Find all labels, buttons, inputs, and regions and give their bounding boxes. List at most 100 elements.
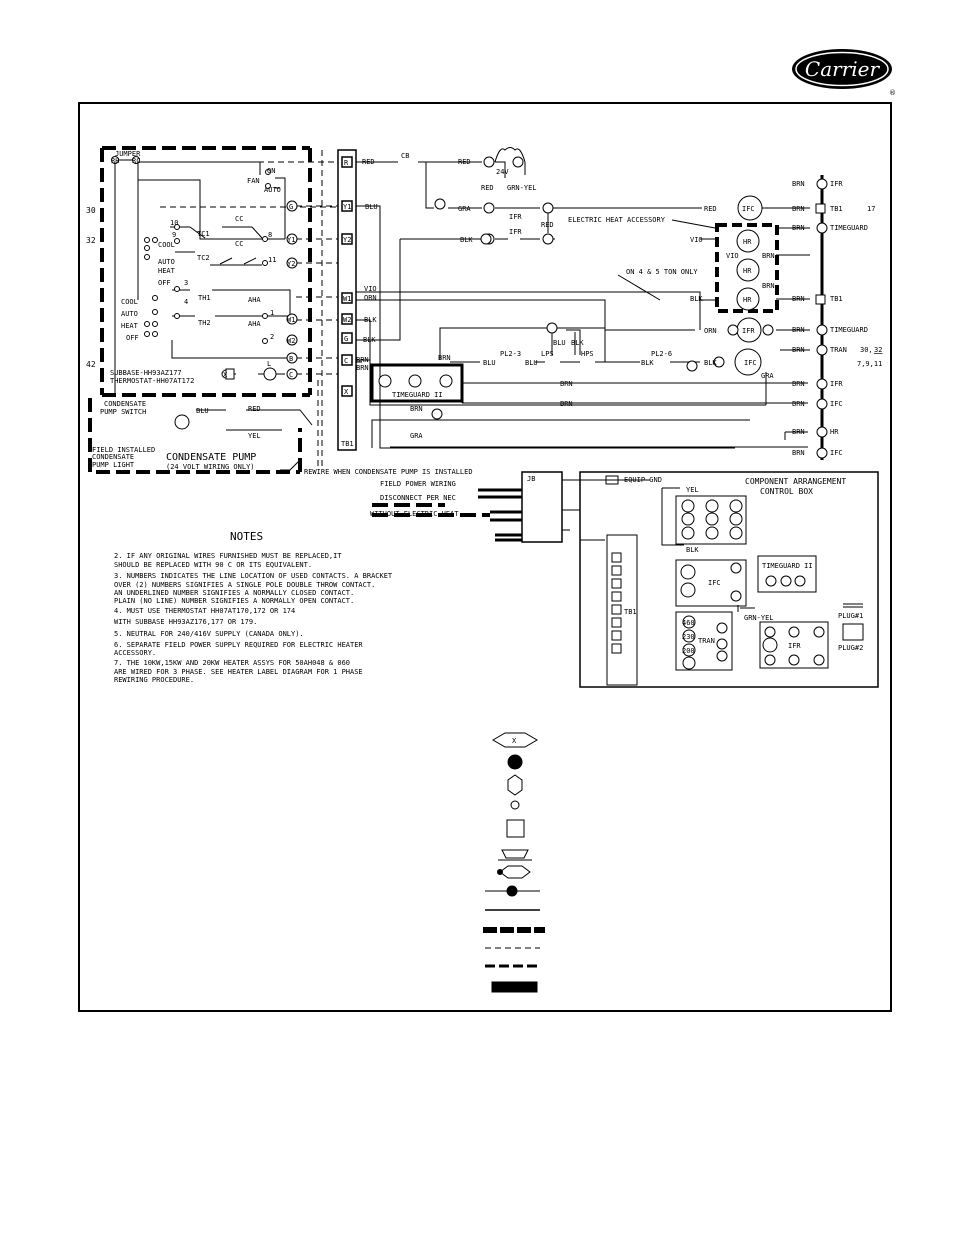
terminal-y1: Y1 [287, 236, 295, 244]
note-line: 6. SEPARATE FIELD POWER SUPPLY REQUIRED … [114, 641, 363, 649]
wire-brn: BRN [560, 400, 573, 408]
aha-label: AHA [248, 296, 261, 304]
tb1-terminal: G [344, 335, 348, 343]
field-power-label: FIELD POWER WIRING [380, 480, 456, 488]
component-ifc: IFC [708, 579, 721, 587]
ifr-label: IFR [742, 327, 755, 335]
field-installed-label-1: FIELD INSTALLED [92, 446, 155, 454]
wire-blk: BLK [641, 359, 654, 367]
tb1-terminals: R Y1 Y2 W1 W2 G C X TB1 [341, 159, 354, 448]
ifr-label: IFR [509, 213, 522, 221]
tc2-label: TC2 [197, 254, 210, 262]
terminal-w1: W1 [287, 316, 295, 324]
note-line: ACCESSORY. [114, 649, 156, 657]
tb1-terminal: W2 [343, 316, 351, 324]
wire-blu: BLU [365, 203, 378, 211]
tb1-label: TB1 [341, 440, 354, 448]
wire-orn: ORN [704, 327, 717, 335]
disconnect-label: DISCONNECT PER NEC [380, 494, 456, 502]
tran-ref: TRAN [830, 346, 847, 354]
plug1-label: PLUG#1 [838, 612, 863, 620]
mode-heat-label: HEAT [158, 267, 176, 275]
field-installed-label-2: CONDENSATE [92, 453, 134, 461]
pl23-label: PL2-3 [500, 350, 521, 358]
note-line: 3. NUMBERS INDICATES THE LINE LOCATION O… [114, 572, 393, 580]
wire-blk: BLK [704, 359, 717, 367]
tb1-ref: TB1 [830, 205, 843, 213]
component-tran: TRAN [698, 637, 715, 645]
right-column-labels: BRN IFR BRN TB1 17 BRN TIMEGUARD BRN TB1… [792, 180, 882, 457]
pl26-label: PL2-6 [651, 350, 672, 358]
timeguard-ref: TIMEGUARD [830, 224, 868, 232]
note-line: 4. MUST USE THERMOSTAT HH07AT170,172 OR … [114, 607, 295, 615]
ifc-ref: IFC [830, 449, 843, 457]
component-tb1: TB1 [624, 608, 637, 616]
ifr-label: IFR [509, 228, 522, 236]
notes-title: NOTES [230, 530, 263, 543]
tb1-terminal: W1 [343, 295, 351, 303]
wire-vio: VIO [726, 252, 739, 260]
wire-blu: BLU [525, 359, 538, 367]
line-ref: 32 [874, 346, 882, 354]
wire-red: RED [362, 158, 375, 166]
contact-number: 8 [268, 231, 272, 239]
wire-grn-yel: GRN-YEL [507, 184, 537, 192]
wire-brn: BRN [792, 295, 805, 303]
system-off-label: OFF [126, 334, 139, 342]
callout-labels: ELECTRIC HEAT ACCESSORY ON 4 & 5 TON ONL… [92, 216, 698, 518]
hps-label: HPS [581, 350, 594, 358]
terminal-y2: Y2 [287, 260, 295, 268]
wire-red: RED [541, 221, 554, 229]
rewire-label: REWIRE WHEN CONDENSATE PUMP IS INSTALLED [304, 468, 473, 476]
cc-label: CC [235, 215, 243, 223]
contact-number: 10 [170, 219, 178, 227]
v24-label: 24V [496, 168, 509, 176]
cc-label: CC [235, 240, 243, 248]
component-grn-yel: GRN-YEL [744, 614, 774, 622]
component-ifr: IFR [788, 642, 801, 650]
logo-text: Carrier [805, 57, 881, 81]
wire-gra: GRA [458, 205, 471, 213]
note-line: OVER (2) NUMBERS SIGNIFIES A SINGLE POLE… [114, 581, 375, 589]
tb1-terminal: Y2 [343, 236, 351, 244]
contact-number: 1 [270, 309, 274, 317]
wire-brn: BRN [438, 354, 451, 362]
legend-x: X [512, 737, 517, 745]
hr-label: HR [743, 267, 752, 275]
line-number: 30 [86, 206, 96, 215]
condensate-switch-label-1: CONDENSATE [104, 400, 146, 408]
component-box-labels: COMPONENT ARRANGEMENT CONTROL BOX YEL BL… [624, 477, 863, 655]
system-auto-label: AUTO [121, 310, 138, 318]
ifc-ref: IFC [830, 400, 843, 408]
timeguard-ref: TIMEGUARD [830, 326, 868, 334]
line-numbers: 30 32 42 [86, 206, 96, 369]
wire-vio: VIO [364, 285, 377, 293]
wire-gra: GRA [761, 372, 774, 380]
wire-red: RED [481, 184, 494, 192]
wire-brn: BRN [792, 400, 805, 408]
jumper-label: JUMPER [115, 150, 141, 158]
wire-brn: BRN [356, 364, 369, 372]
jb-label: JB [527, 475, 535, 483]
wire-blk: BLK [460, 236, 473, 244]
terminal-x: X [223, 371, 228, 379]
note-line: SHOULD BE REPLACED WITH 90 C OR ITS EQUI… [114, 561, 312, 569]
carrier-logo: Carrier ® [792, 49, 896, 97]
timeguard-ii-label: TIMEGUARD II [392, 391, 443, 399]
wire-brn: BRN [792, 326, 805, 334]
contact-number: 4 [184, 298, 188, 306]
condensate-switch-label-2: PUMP SWITCH [100, 408, 146, 416]
note-line: 5. NEUTRAL FOR 240/416V SUPPLY (CANADA O… [114, 630, 304, 638]
line-number: 42 [86, 360, 96, 369]
wire-brn: BRN [560, 380, 573, 388]
wire-blk: BLK [690, 295, 703, 303]
note-line: 2. IF ANY ORIGINAL WIRES FURNISHED MUST … [114, 552, 342, 560]
contact-number: 9 [172, 231, 176, 239]
component-box-title-2: CONTROL BOX [760, 487, 813, 496]
without-heat-label: WITHOUT ELECTRIC HEAT [370, 510, 459, 518]
note-line: REWIRING PROCEDURE. [114, 676, 194, 684]
th2-label: TH2 [198, 319, 211, 327]
wire-vio: VIO [690, 236, 703, 244]
note-line: 7. THE 10KW,15KW AND 20KW HEATER ASSYS F… [114, 659, 350, 667]
